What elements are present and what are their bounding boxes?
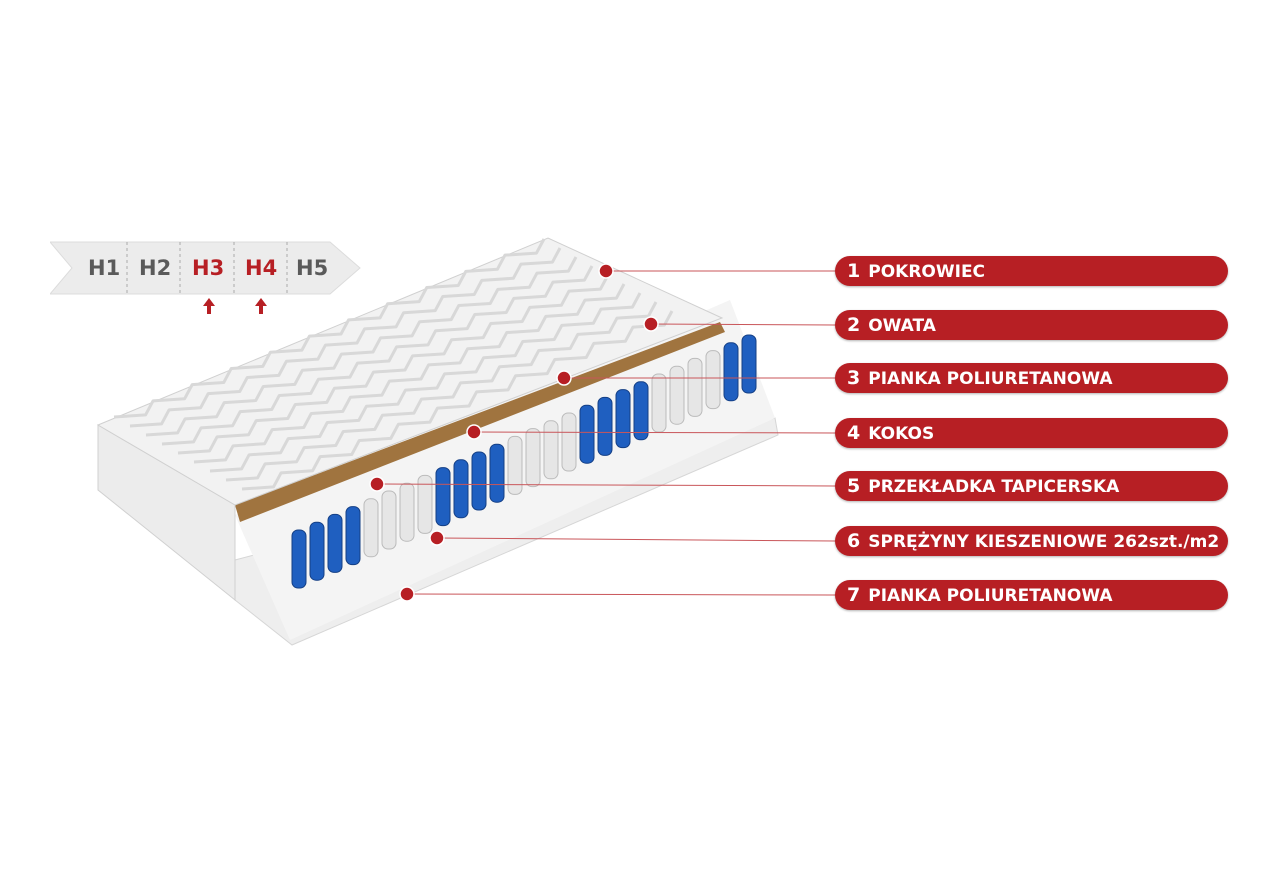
leader-line	[406, 593, 836, 596]
leader-line	[376, 483, 836, 487]
spring	[327, 513, 343, 573]
firmness-h5: H5	[296, 256, 329, 280]
spring	[615, 389, 631, 449]
spring	[579, 404, 595, 464]
spring	[435, 467, 451, 527]
spring	[417, 474, 433, 534]
layer-marker-dot	[598, 263, 614, 279]
firmness-h3: H3	[192, 256, 225, 280]
spring	[669, 365, 685, 425]
spring	[723, 342, 739, 402]
layer-marker-dot	[399, 586, 415, 602]
layer-marker-dot	[643, 316, 659, 332]
spring	[453, 459, 469, 519]
firmness-h2: H2	[139, 256, 172, 280]
quilting-pattern	[113, 238, 674, 491]
spring	[381, 490, 397, 550]
firmness-h4: H4	[245, 256, 278, 280]
quilt-wave	[225, 301, 658, 482]
spring	[633, 381, 649, 441]
quilt-wave	[161, 265, 594, 446]
spring	[363, 498, 379, 558]
quilt-wave	[177, 274, 610, 455]
spring	[741, 334, 757, 394]
cover-top	[96, 237, 724, 506]
spring	[507, 435, 523, 495]
spring	[345, 506, 361, 566]
spring	[543, 420, 559, 480]
quilt-wave	[241, 310, 674, 491]
leader-lines	[369, 263, 836, 602]
coconut-layer	[235, 322, 725, 522]
spring	[471, 451, 487, 511]
layer-marker-dot	[556, 370, 572, 386]
spring	[489, 443, 505, 503]
spring	[651, 373, 667, 433]
quilt-wave	[209, 292, 642, 473]
leader-line	[650, 323, 836, 326]
quilt-wave	[129, 247, 562, 428]
spring	[597, 396, 613, 456]
spring	[705, 350, 721, 410]
spring	[309, 521, 325, 581]
spring	[291, 529, 307, 589]
leader-line	[473, 431, 836, 434]
firmness-scale-arrow	[50, 240, 361, 296]
selected-arrow-icon	[255, 298, 267, 314]
layer-marker-dot	[466, 424, 482, 440]
quilt-wave	[113, 238, 546, 419]
layer-marker-dot	[369, 476, 385, 492]
quilt-wave	[145, 256, 578, 437]
pocket-springs	[291, 334, 757, 589]
selected-arrow-icon	[203, 298, 215, 314]
spring	[561, 412, 577, 472]
spring	[525, 428, 541, 488]
leader-line	[436, 537, 836, 542]
layer-marker-dot	[429, 530, 445, 546]
firmness-h1: H1	[88, 256, 121, 280]
spring	[687, 357, 703, 417]
quilt-wave	[193, 283, 626, 464]
spring	[399, 482, 415, 542]
